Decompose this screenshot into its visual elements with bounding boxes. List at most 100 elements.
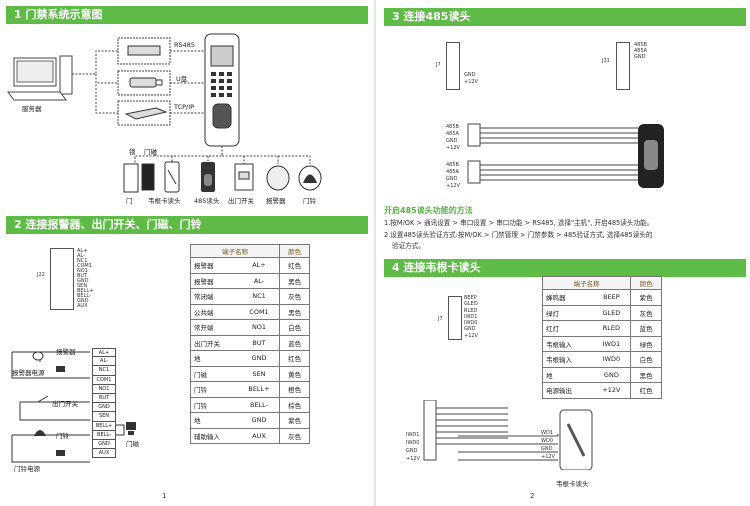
table-cell-terminal: IWD0 [592,351,632,368]
j22-pin-label: GND [77,278,89,284]
table-cell-name: 蜂鸣器 [541,289,593,306]
wg-right-wd0: WD0 [541,438,553,444]
doorsensor-label: 门磁 [144,148,157,156]
table-cell-terminal: RLED [592,320,632,337]
doorbell-icon [298,165,322,191]
j22-pin-label: COM1 [77,263,92,269]
j7-wiegand-pin-label: IWD0 [464,320,478,327]
wire-b-12v: +12V [446,183,460,189]
table-cell-terminal: NO1 [238,319,281,336]
table-cell-color: 灰色 [279,427,310,444]
j22-pin-label: BELL- [77,293,91,299]
table-header-row: 端子名称颜色 [189,244,310,258]
rs485-converter-icon [127,45,161,56]
table-cell-name: 门铃 [189,381,239,398]
table-cell-name: 报警器 [189,272,239,289]
section-4-header: 4 连接韦根卡读头 [384,259,746,277]
header-terminal-name: 端子名称 [541,276,632,290]
lock-icon [141,163,155,191]
table-cell-color: 白色 [630,351,662,368]
table-cell-name: 常闭端 [189,288,239,305]
table-cell-terminal: COM1 [238,303,281,320]
j7-label: J7 [436,62,441,68]
header-color: 颜色 [279,244,310,258]
wg-left-12v: +12V [406,456,420,462]
j31-connector [616,42,630,90]
instruction-2-cont: 验证方式。 [392,242,425,250]
table-cell-color: 灰色 [279,288,310,305]
table-cell-name: 韦根输入 [541,351,593,368]
j22-connector [50,248,74,310]
section-2-header: 2 连接报警器、出门开关、门磁、门铃 [6,216,368,234]
device-label-485: 485读头 [194,197,220,205]
table-cell-name: 地 [189,350,239,367]
table-cell-terminal: NC1 [238,288,281,305]
network-switch-icon [124,107,168,120]
table-cell-color: 蓝色 [630,320,662,337]
wire-a-485a: 485A [446,131,459,137]
table-cell-color: 白色 [279,319,310,336]
table-cell-terminal: BUT [238,334,281,351]
j22-pin-label: SEN [77,283,88,289]
wire-b-gnd: GND [446,176,458,182]
j7-wiegand-pin-label: +12V [464,332,478,339]
table-cell-name: 地 [541,366,593,383]
table-cell-terminal: GLED [592,304,632,321]
alarm-device-icon [32,351,44,361]
wiegand-reader-icon [164,161,180,193]
j7-wiegand-pin-label: GND [464,326,476,333]
j7-wiegand-pin-label: BEEP [464,295,477,301]
table-cell-name: 常开端 [189,319,239,336]
server-label: 服务器 [22,105,42,113]
section-3-header: 3 连接485读头 [384,8,746,26]
access-terminal-icon [204,33,240,147]
j7-wiegand-label: J7 [438,316,443,322]
table-cell-color: 黄色 [279,365,310,382]
reader-485-device-icon [638,124,664,188]
alarm-label: 报警器 [56,348,76,356]
access-system-diagram [7,33,322,193]
j22-pin-label: BELL+ [77,288,94,294]
wiring-diagram [11,351,136,463]
section-2-title: 2 连接报警器、出门开关、门磁、门铃 [14,218,202,231]
table-cell-terminal: BEEP [592,289,632,306]
table-cell-color: 紫色 [630,289,662,306]
table-cell-color: 灰色 [630,304,662,321]
table-cell-terminal: BELL+ [238,381,281,398]
terminal-cell: BUT [92,393,116,404]
page-fold [374,0,376,506]
j22-pin-label: AL- [77,253,85,259]
j31-pin-485b: 485B [634,42,647,48]
wire-b-485a: 485A [446,169,459,175]
wg-right-12v: +12V [541,454,555,460]
terminal-cell: NO1 [92,384,116,394]
terminal-cell: AL- [92,357,116,367]
table-header-row: 端子名称颜色 [541,276,662,290]
header-terminal-name: 端子名称 [189,244,281,258]
table-cell-terminal: BELL- [238,396,281,413]
j22-pin-label: AL+ [77,248,88,254]
enable-485-subtitle: 开启485读头功能的方法 [384,206,473,215]
wg-left-iwd0: IWD0 [406,440,420,446]
reader-485-icon [201,162,215,192]
table-cell-color: 橙色 [279,381,310,398]
terminal-cell: NC1 [92,366,116,376]
lock-label: 锁 [129,148,136,156]
j22-pin-label: NC1 [77,258,88,264]
doorsensor-icon [126,422,136,435]
instruction-2: 2.设置485读头验证方式:按M/OK > 门禁管理 > 门禁参数 > 485验… [384,231,653,239]
table-cell-terminal: GND [592,366,632,383]
wg-right-wd1: WD1 [541,430,553,436]
device-label-exit: 出门开关 [228,197,254,205]
wire-a-12v: +12V [446,145,460,151]
table-cell-name: 红灯 [541,320,593,337]
